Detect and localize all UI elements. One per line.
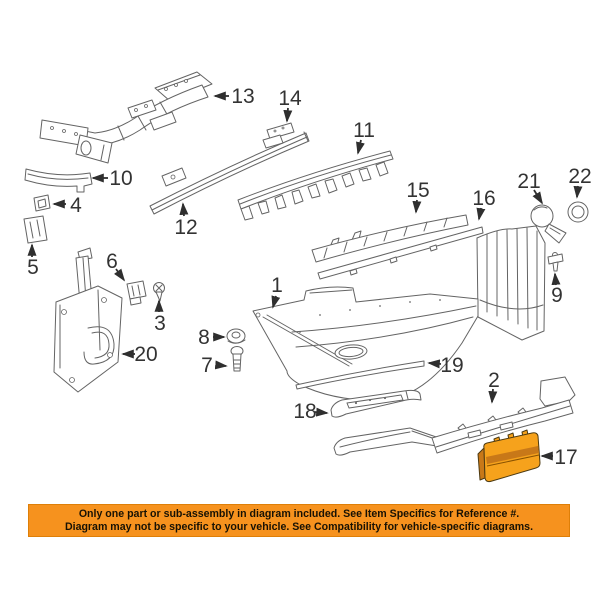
callout-label-7: 7 [201,354,213,377]
disclaimer-banner: Only one part or sub-assembly in diagram… [28,504,570,537]
callout-label-2: 2 [488,369,500,392]
callouts: 1 2 3 4 5 6 7 8 9 10 11 12 13 14 15 16 1… [27,85,592,469]
callout-18: 18 [293,400,329,423]
callout-label-15: 15 [406,179,429,202]
callout-14: 14 [278,87,302,123]
callout-label-18: 18 [293,400,316,423]
callout-label-10: 10 [109,167,132,190]
part-17-hitch-cover-highlighted [477,429,541,483]
callout-5: 5 [27,243,39,279]
callout-8: 8 [198,326,226,349]
part-8-nut [226,328,246,344]
callout-13: 13 [213,85,255,108]
callout-label-8: 8 [198,326,210,349]
callout-12: 12 [174,202,198,239]
callout-7: 7 [201,354,228,377]
callout-label-13: 13 [231,85,254,108]
part-15-step-pad [311,214,469,263]
callout-1: 1 [271,274,283,309]
callout-4: 4 [52,194,82,217]
part-9-clip [547,252,564,272]
callout-label-12: 12 [174,216,197,239]
callout-22: 22 [568,165,592,199]
callout-label-3: 3 [154,312,166,335]
callout-3: 3 [154,299,166,335]
callout-label-4: 4 [70,194,82,217]
callout-10: 10 [91,167,133,190]
part-5-clip [23,215,48,244]
callout-16: 16 [472,187,496,221]
part-21-park-sensor [530,204,567,244]
callout-label-11: 11 [353,119,375,142]
callout-label-5: 5 [27,256,39,279]
part-18-bezels [330,389,446,456]
part-12-reinforcement-beam [149,131,310,215]
disclaimer-line-1: Only one part or sub-assembly in diagram… [78,507,520,520]
part-13-hitch-assembly [39,71,213,164]
callout-label-19: 19 [440,354,463,377]
part-7-bolt [230,346,244,372]
part-22-grommet-ring [567,201,589,223]
callout-label-16: 16 [472,187,495,210]
rear-body-panel [476,225,546,341]
callout-label-21: 21 [517,170,540,193]
disclaimer-line-2: Diagram may not be specific to your vehi… [64,520,534,533]
callout-19: 19 [427,354,464,377]
callout-17: 17 [540,446,578,469]
part-3-screw [153,282,165,302]
part-19-molding-strip [295,360,425,390]
part-11-energy-absorber [237,150,394,221]
callout-label-14: 14 [278,87,302,110]
callout-label-22: 22 [568,165,591,188]
callout-2: 2 [488,369,500,404]
callout-label-17: 17 [554,446,577,469]
callout-9: 9 [551,272,563,307]
callout-21: 21 [517,170,543,205]
part-20-support-bracket [53,247,123,393]
part-6-clip [126,280,147,306]
callout-20: 20 [121,343,158,366]
part-1-bumper-cover [252,286,479,402]
callout-label-6: 6 [106,250,118,273]
part-4-clip [33,194,51,212]
part-14-bracket [262,122,295,149]
part-16-strip [317,226,484,280]
callout-11: 11 [353,119,375,155]
callout-label-1: 1 [271,274,283,297]
callout-label-9: 9 [551,284,563,307]
callout-6: 6 [106,250,126,282]
part-10-bracket-rail [24,168,93,193]
part-2-lower-valance [431,376,576,454]
callout-15: 15 [406,179,430,214]
callout-label-20: 20 [134,343,157,366]
